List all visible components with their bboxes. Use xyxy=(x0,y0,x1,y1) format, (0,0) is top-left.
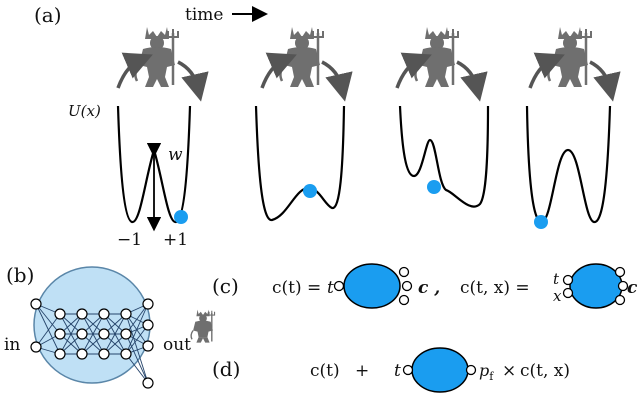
network-node xyxy=(76,328,88,340)
particle-3 xyxy=(427,180,441,194)
network-edge xyxy=(125,324,149,355)
network-node xyxy=(120,348,132,360)
network-node xyxy=(142,377,154,389)
panel-b-label: (b) xyxy=(6,263,34,287)
curved-arrow-icon xyxy=(456,60,488,102)
equation-c2: c(t, x) = t x c xyxy=(460,263,638,309)
equation-d-arg: t xyxy=(394,361,401,381)
network-edge xyxy=(35,313,61,348)
equation-c1: c(t) = t c , xyxy=(272,263,440,309)
particle-2 xyxy=(303,184,317,198)
input-port-icon xyxy=(562,274,574,286)
output-port-icon xyxy=(398,266,410,278)
input-port-icon xyxy=(402,364,414,376)
network-node xyxy=(54,348,66,360)
network-node xyxy=(54,308,66,320)
network-edge xyxy=(125,353,149,384)
equation-c1-tail: c , xyxy=(418,278,440,298)
particle-4 xyxy=(534,215,548,229)
network-node xyxy=(120,308,132,320)
output-port-icon xyxy=(617,280,629,292)
network-node-icon xyxy=(569,263,623,309)
network-node xyxy=(98,348,110,360)
equation-c2-arg-t: t xyxy=(553,270,560,288)
curved-arrow-icon xyxy=(395,52,432,89)
curved-arrow-icon xyxy=(260,52,297,89)
curved-arrow-icon xyxy=(528,52,565,89)
demon-icon xyxy=(279,25,325,89)
curved-arrow-icon xyxy=(321,60,353,102)
demon-icon xyxy=(134,25,180,89)
equation-d-rhs: c(t, x) xyxy=(520,361,570,381)
equation-c1-lhs: c(t) = xyxy=(272,278,321,298)
network-node xyxy=(142,319,154,331)
network-node xyxy=(30,298,42,310)
network-node xyxy=(54,328,66,340)
well-label-right: +1 xyxy=(163,230,188,250)
neural-network xyxy=(30,298,154,389)
panel-c-label: (c) xyxy=(212,274,239,298)
output-port-icon xyxy=(465,364,477,376)
well-label-left: −1 xyxy=(117,230,142,250)
equation-c2-lhs: c(t, x) = xyxy=(460,278,530,298)
network-edge xyxy=(35,303,61,355)
input-port-icon xyxy=(562,287,574,299)
network-edge xyxy=(35,303,61,335)
output-port-icon xyxy=(398,294,410,306)
network-node xyxy=(142,340,154,352)
curved-arrow-icon xyxy=(177,60,209,102)
equation-d-plus: + xyxy=(355,361,369,381)
potential-label: U(x) xyxy=(68,102,101,120)
demon-icon xyxy=(190,308,216,344)
network-in-label: in xyxy=(4,335,20,355)
network-edge xyxy=(125,333,149,384)
equation-d-pf: pf xyxy=(479,361,494,383)
equation-d-times: × xyxy=(502,361,516,381)
potential-curve-4 xyxy=(525,105,612,224)
network-node xyxy=(98,308,110,320)
network-node-icon xyxy=(343,263,401,309)
network-node xyxy=(98,328,110,340)
network-node xyxy=(30,341,42,353)
network-out-label: out xyxy=(163,335,191,355)
network-node xyxy=(76,308,88,320)
equation-c2-tail: c xyxy=(627,278,638,298)
output-port-icon xyxy=(614,294,626,306)
particle-1 xyxy=(174,210,188,224)
output-port-icon xyxy=(401,280,413,292)
network-edge xyxy=(103,313,127,355)
network-edge xyxy=(59,313,83,355)
network-edge xyxy=(81,313,105,355)
network-node-icon xyxy=(411,347,469,393)
equation-d-lhs: c(t) xyxy=(310,361,340,381)
output-port-icon xyxy=(614,266,626,278)
panel-d-label: (d) xyxy=(212,357,240,381)
demon-icon xyxy=(547,25,593,89)
curved-arrow-icon xyxy=(589,60,621,102)
network-edge xyxy=(125,303,149,355)
equation-c2-arg-x: x xyxy=(553,287,562,305)
potential-curve-3 xyxy=(398,105,490,208)
network-node xyxy=(142,298,154,310)
network-node xyxy=(76,348,88,360)
input-port-icon xyxy=(333,280,345,292)
potential-curve-2 xyxy=(254,105,346,222)
network-edge xyxy=(125,303,149,335)
demon-icon xyxy=(414,25,460,89)
network-edge xyxy=(125,313,149,384)
barrier-label: w xyxy=(168,145,183,165)
equation-c1-arg: t xyxy=(327,278,334,298)
time-label: time xyxy=(185,5,223,25)
panel-a-label: (a) xyxy=(34,3,62,27)
curved-arrow-icon xyxy=(116,52,153,89)
network-node xyxy=(120,328,132,340)
equation-d: c(t) + t pf × c(t, x) xyxy=(310,347,570,393)
